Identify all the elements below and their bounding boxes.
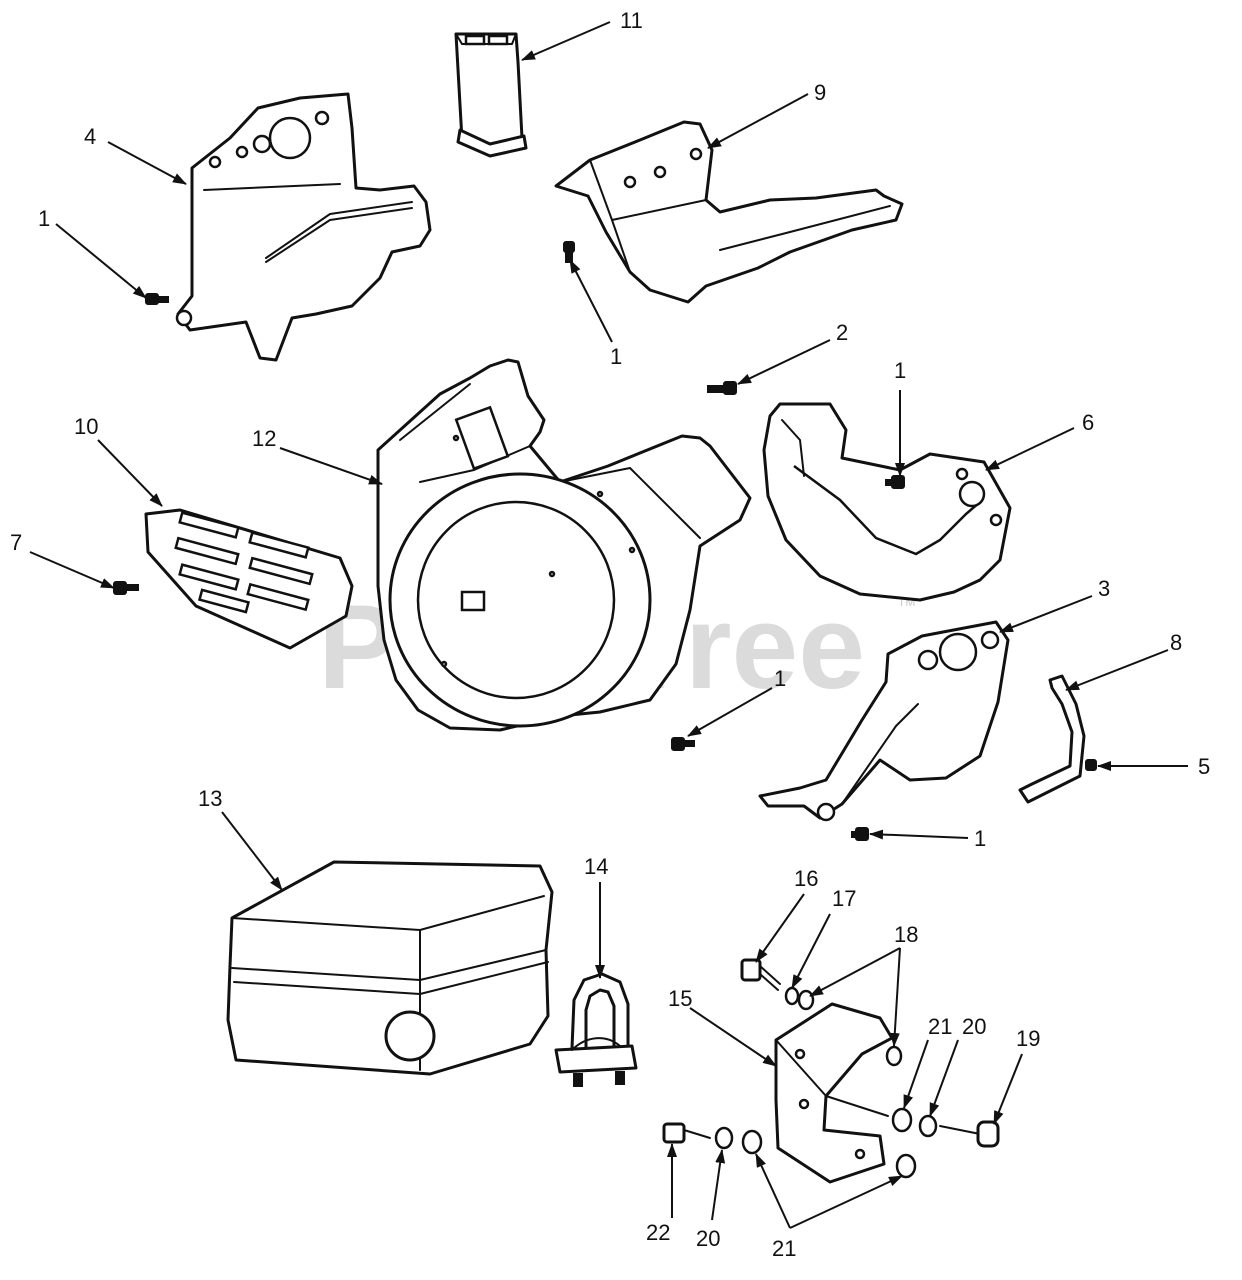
callout-15[interactable]: 15 (668, 986, 692, 1011)
screw-1-right[interactable] (885, 475, 905, 489)
callout-21-lower[interactable]: 21 (772, 1236, 796, 1261)
screw-2[interactable] (707, 381, 737, 395)
callout-5[interactable]: 5 (1198, 754, 1210, 779)
part-9-shroud[interactable] (554, 120, 904, 304)
bolt-16[interactable] (740, 958, 781, 991)
callout-20-upper[interactable]: 20 (962, 1014, 986, 1039)
callout-4[interactable]: 4 (84, 124, 96, 149)
callout-14[interactable]: 14 (584, 854, 608, 879)
callout-7[interactable]: 7 (10, 530, 22, 555)
washer-21c[interactable] (895, 1153, 917, 1179)
callout-6[interactable]: 6 (1082, 410, 1094, 435)
callout-1-upper-mid[interactable]: 1 (610, 344, 622, 369)
callout-3[interactable]: 3 (1098, 576, 1110, 601)
callout-1-right[interactable]: 1 (894, 358, 906, 383)
callout-9[interactable]: 9 (814, 80, 826, 105)
part-14-clamp[interactable] (554, 972, 638, 1087)
callout-21-upper[interactable]: 21 (928, 1014, 952, 1039)
bolt-22[interactable] (662, 1122, 711, 1144)
callout-22[interactable]: 22 (646, 1220, 670, 1245)
part-3-shroud[interactable] (758, 620, 1010, 822)
part-12-blower-housing[interactable] (376, 358, 752, 732)
callout-12[interactable]: 12 (252, 426, 276, 451)
callout-19[interactable]: 19 (1016, 1026, 1040, 1051)
washer-21b[interactable] (741, 1129, 763, 1155)
callout-11[interactable]: 11 (620, 8, 643, 33)
leader-lines (29, 21, 1188, 1229)
part-6-shroud[interactable] (762, 402, 1012, 602)
screw-1-upper-left[interactable] (145, 293, 169, 305)
part-13-muffler[interactable] (226, 860, 554, 1076)
screw-1-upper-mid[interactable] (563, 241, 575, 263)
washer-18a[interactable] (797, 989, 815, 1011)
washer-20b[interactable] (714, 1126, 734, 1150)
callout-8[interactable]: 8 (1170, 630, 1182, 655)
callout-1-lower-right[interactable]: 1 (974, 826, 986, 851)
callout-10[interactable]: 10 (74, 414, 98, 439)
callout-17[interactable]: 17 (832, 886, 856, 911)
screw-5[interactable] (1085, 759, 1097, 771)
screw-1-center[interactable] (671, 737, 695, 751)
screw-1-lower-right[interactable] (851, 827, 869, 841)
part-11-duct[interactable] (454, 32, 528, 158)
callout-1-upper-left[interactable]: 1 (38, 206, 50, 231)
part-4-shroud[interactable] (175, 92, 432, 362)
callout-1-center[interactable]: 1 (774, 666, 786, 691)
washer-18b[interactable] (885, 1045, 903, 1067)
bolt-19[interactable] (939, 1120, 1000, 1148)
part-10-grille[interactable] (144, 508, 354, 650)
screw-7[interactable] (113, 581, 139, 595)
part-8-bracket[interactable] (1018, 674, 1086, 804)
callout-13[interactable]: 13 (198, 786, 222, 811)
washer-20a[interactable] (918, 1114, 938, 1138)
washer-21a[interactable] (891, 1107, 913, 1133)
callout-20-lower[interactable]: 20 (696, 1226, 720, 1251)
callout-18[interactable]: 18 (894, 922, 918, 947)
callout-16[interactable]: 16 (794, 866, 818, 891)
callout-2[interactable]: 2 (836, 320, 848, 345)
part-15-bracket[interactable] (774, 1002, 894, 1184)
washer-17[interactable] (784, 986, 800, 1006)
